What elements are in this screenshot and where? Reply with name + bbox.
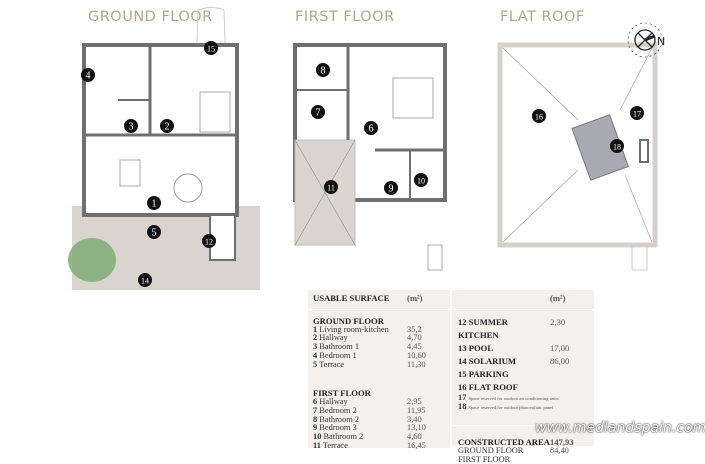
room-marker-10: 10 bbox=[414, 173, 428, 187]
svg-text:14: 14 bbox=[141, 277, 149, 286]
note-row: 17 Space reserved for outdoor air condit… bbox=[458, 392, 559, 402]
svg-text:15: 15 bbox=[207, 45, 215, 54]
note-row: 18 Space reserved for outdoor photovolta… bbox=[458, 402, 554, 412]
room-marker-9: 9 bbox=[384, 181, 398, 195]
ground-floor-walls bbox=[82, 43, 239, 217]
flat-roof-title: FLAT ROOF bbox=[500, 9, 585, 25]
flat-roof-plan bbox=[497, 42, 658, 271]
room-marker-6: 6 bbox=[364, 121, 378, 135]
room-marker-8: 8 bbox=[316, 63, 330, 77]
svg-text:12: 12 bbox=[205, 238, 213, 247]
room-marker-17: 17 bbox=[630, 106, 644, 120]
room-marker-3: 3 bbox=[124, 119, 138, 133]
palm-tree bbox=[68, 238, 116, 282]
room-marker-18: 18 bbox=[610, 139, 624, 153]
first-floor-plan bbox=[293, 43, 447, 271]
floor-plans: N 123456789101112131415161718 bbox=[68, 7, 665, 290]
room-marker-16: 16 bbox=[532, 109, 546, 123]
svg-text:11: 11 bbox=[327, 184, 335, 193]
room-marker-2: 2 bbox=[160, 119, 174, 133]
table-row: FIRST FLOOR bbox=[458, 454, 511, 464]
room-markers: 123456789101112131415161718 bbox=[81, 41, 644, 287]
first-floor-heading: FIRST FLOOR bbox=[313, 388, 371, 399]
svg-text:5: 5 bbox=[152, 228, 157, 239]
compass-icon bbox=[627, 22, 663, 58]
watermark: www.medlandspain.com bbox=[535, 420, 705, 436]
svg-text:1: 1 bbox=[152, 199, 157, 210]
svg-text:3: 3 bbox=[129, 122, 134, 133]
svg-text:9: 9 bbox=[389, 184, 394, 195]
table-header: USABLE SURFACE bbox=[313, 293, 390, 303]
svg-text:6: 6 bbox=[369, 124, 374, 135]
unit-header: (m²) bbox=[407, 293, 423, 303]
svg-text:10: 10 bbox=[417, 177, 425, 186]
table-row: 15 PARKING bbox=[458, 368, 509, 379]
svg-text:7: 7 bbox=[316, 108, 321, 119]
room-marker-1: 1 bbox=[147, 196, 161, 210]
svg-text:4: 4 bbox=[86, 71, 91, 82]
compass-north-label: N bbox=[657, 35, 665, 48]
ground-floor-heading: GROUND FLOOR bbox=[313, 315, 384, 326]
ground-floor-title: GROUND FLOOR bbox=[88, 9, 213, 25]
svg-text:2: 2 bbox=[165, 122, 170, 133]
svg-text:8: 8 bbox=[321, 66, 326, 77]
svg-text:16: 16 bbox=[535, 113, 543, 122]
svg-text:18: 18 bbox=[613, 143, 621, 152]
room-marker-14: 14 bbox=[138, 273, 152, 287]
table-row: 16 FLAT ROOF bbox=[458, 381, 518, 392]
unit-header: (m²) bbox=[550, 293, 566, 303]
constructed-area-label: CONSTRUCTED AREA bbox=[458, 437, 550, 448]
room-marker-11: 11 bbox=[324, 180, 338, 194]
svg-text:17: 17 bbox=[633, 110, 641, 119]
ground-floor-plan bbox=[68, 7, 260, 290]
room-marker-15: 15 bbox=[204, 41, 218, 55]
constructed-area-value: 147,93 bbox=[550, 437, 574, 448]
room-marker-5: 5 bbox=[147, 225, 161, 239]
first-floor-title: FIRST FLOOR bbox=[295, 9, 395, 25]
room-marker-4: 4 bbox=[81, 68, 95, 82]
room-marker-12: 12 bbox=[202, 234, 216, 248]
usable-surface-table: USABLE SURFACE (m²) GROUND FLOOR 1 Living… bbox=[307, 290, 451, 450]
room-marker-7: 7 bbox=[311, 105, 325, 119]
